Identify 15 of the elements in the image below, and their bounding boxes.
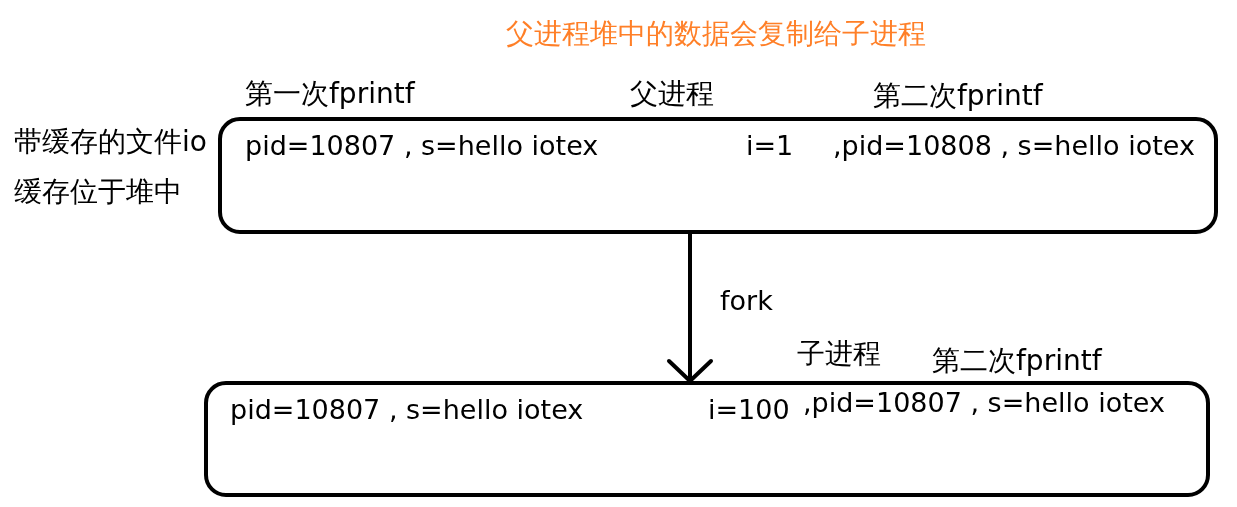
variable-text: i=1	[746, 130, 794, 163]
output-text: ,pid=10807 , s=hello iotex	[803, 387, 1165, 420]
variable-text: i=100	[708, 394, 790, 427]
process-heading: 父进程	[630, 77, 714, 111]
process-heading: 子进程	[797, 337, 881, 371]
side-note: 缓存位于堆中	[14, 175, 182, 209]
output-text: ,pid=10808 , s=hello iotex	[833, 130, 1195, 163]
annotation-text: 第二次fprintf	[932, 344, 1102, 378]
diagram-title: 父进程堆中的数据会复制给子进程	[506, 17, 926, 51]
annotation-text: 第一次fprintf	[245, 77, 415, 111]
arrow	[667, 234, 713, 383]
side-note: 带缓存的文件io	[14, 125, 207, 159]
output-text: pid=10807 , s=hello iotex	[230, 394, 584, 427]
output-text: pid=10807 , s=hello iotex	[245, 130, 599, 163]
annotation-text: 第二次fprintf	[873, 79, 1043, 113]
